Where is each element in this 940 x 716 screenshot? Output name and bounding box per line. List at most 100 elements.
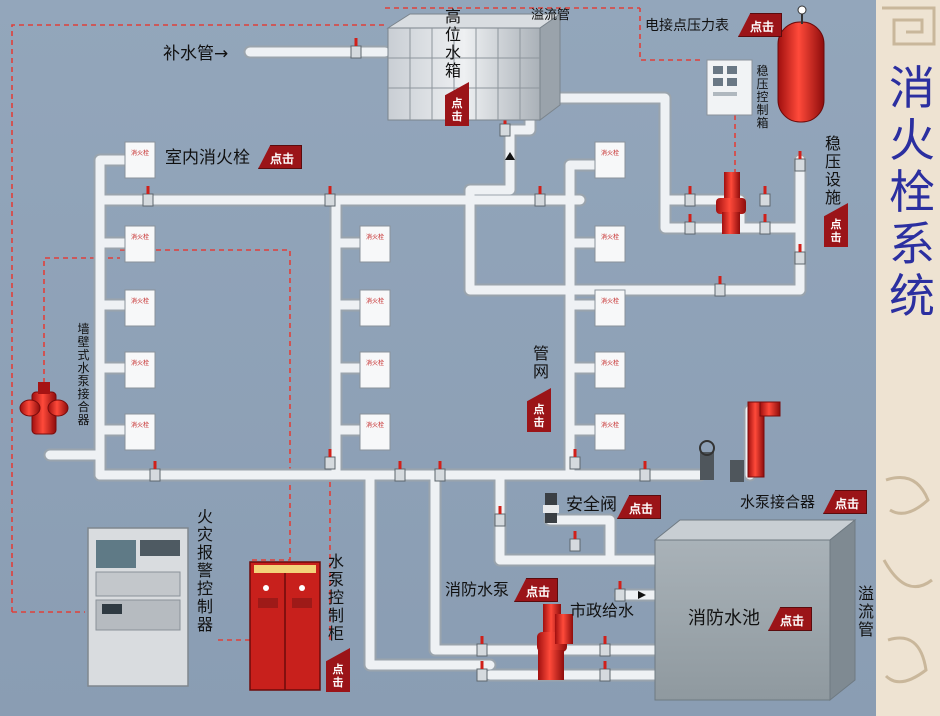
- valve-handle: [538, 186, 542, 194]
- valve: [794, 251, 806, 265]
- valve-handle: [480, 661, 484, 669]
- valve: [599, 643, 611, 657]
- hydrant-box: [359, 289, 391, 327]
- valve-handle: [328, 186, 332, 194]
- hydrant-box-label: 消火栓: [601, 149, 619, 157]
- pump-control-cabinet: [249, 561, 321, 691]
- valve-handle: [498, 506, 502, 514]
- label-safety-valve: 安全阀: [566, 495, 617, 515]
- click-button-pipe-network[interactable]: 点击: [527, 388, 551, 432]
- label-fire-pool: 消防水池: [688, 608, 760, 629]
- valve: [759, 193, 771, 207]
- valve: [142, 193, 154, 207]
- click-button-fire-pump[interactable]: 点击: [514, 578, 558, 602]
- valve: [569, 456, 581, 470]
- valve-handle: [146, 186, 150, 194]
- hydrant-box: [124, 225, 156, 263]
- valve-handle: [398, 461, 402, 469]
- valve: [394, 468, 406, 482]
- fire-alarm-controller: [87, 527, 189, 687]
- hydrant-box: [594, 413, 626, 451]
- hydrant-box-label: 消火栓: [131, 297, 149, 305]
- pump-adapter-riser: [699, 401, 781, 482]
- hydrant-box-label: 消火栓: [601, 233, 619, 241]
- valve-handle: [798, 151, 802, 159]
- page-title: 消火栓系统: [889, 61, 935, 323]
- valve-handle: [438, 461, 442, 469]
- valve-handle: [718, 276, 722, 284]
- valve: [499, 123, 511, 137]
- valve: [476, 643, 488, 657]
- valve: [149, 468, 161, 482]
- valve: [494, 513, 506, 527]
- click-button-fire-pool[interactable]: 点击: [768, 607, 812, 631]
- valve-handle: [618, 581, 622, 589]
- valve-handle: [354, 38, 358, 46]
- valve-handle: [688, 214, 692, 222]
- valve-handle: [573, 531, 577, 539]
- hydrant-box-label: 消火栓: [366, 233, 384, 241]
- hydrant-box: [359, 413, 391, 451]
- valve-handle: [573, 449, 577, 457]
- click-button-pump-cabinet[interactable]: 点击: [326, 648, 350, 692]
- hydrant-box: [124, 413, 156, 451]
- valve-handle: [153, 461, 157, 469]
- click-button-safety-valve[interactable]: 点击: [617, 495, 661, 519]
- valve: [476, 668, 488, 682]
- hydrant-box-label: 消火栓: [131, 149, 149, 157]
- label-overflow-top: 溢流管: [531, 8, 571, 23]
- click-button-stabilizer[interactable]: 点击: [824, 203, 848, 247]
- label-pressure-cabinet: 稳压控制箱: [756, 64, 769, 130]
- valves: [142, 38, 806, 682]
- hydrant-box: [594, 289, 626, 327]
- click-button-pump-adapter[interactable]: 点击: [823, 490, 867, 514]
- hydrant-box: [124, 289, 156, 327]
- valve: [324, 456, 336, 470]
- side-decoration-panel: [876, 0, 940, 716]
- hydrant-box-label: 消火栓: [131, 359, 149, 367]
- label-high-tank: 高位水箱: [444, 7, 461, 80]
- valve-handle: [798, 244, 802, 252]
- valve: [684, 221, 696, 235]
- valve: [569, 538, 581, 552]
- valve-handle: [763, 214, 767, 222]
- label-makeup-pipe: 补水管→: [163, 44, 229, 64]
- label-overflow-right: 溢流管: [857, 584, 874, 639]
- click-button-indoor-hydrant[interactable]: 点击: [258, 145, 302, 169]
- hydrant-box-label: 消火栓: [366, 421, 384, 429]
- valve: [614, 588, 626, 602]
- high-water-tank: [386, 13, 562, 121]
- valve-handle: [688, 186, 692, 194]
- valve: [350, 45, 362, 59]
- valve: [794, 158, 806, 172]
- hydrant-box: [594, 351, 626, 389]
- hydrant-box: [359, 225, 391, 263]
- valve-handle: [763, 186, 767, 194]
- hydrant-box-label: 消火栓: [366, 359, 384, 367]
- hydrant-box-label: 消火栓: [366, 297, 384, 305]
- pressure-tank: [777, 5, 825, 123]
- safety-valve-device: [543, 493, 559, 523]
- click-button-high-tank[interactable]: 点击: [445, 82, 469, 126]
- valve: [434, 468, 446, 482]
- valve-handle: [643, 461, 647, 469]
- label-wall-adapter: 墙壁式水泵接合器: [77, 322, 90, 427]
- flow-arrows: [505, 152, 646, 599]
- label-pressure-gauge: 电接点压力表: [645, 18, 729, 34]
- valve-handle: [328, 449, 332, 457]
- valve: [684, 193, 696, 207]
- stabilizer-pumps: [716, 172, 746, 234]
- fire-pumps: [537, 604, 573, 680]
- decorative-pattern: [876, 0, 940, 716]
- hydrant-box: [594, 225, 626, 263]
- hydrant-boxes: 消火栓消火栓消火栓消火栓消火栓消火栓消火栓消火栓消火栓消火栓消火栓消火栓消火栓消…: [124, 141, 626, 451]
- wall-pump-adapter: [19, 382, 69, 435]
- hydrant-box: [359, 351, 391, 389]
- hydrant-box: [124, 141, 156, 179]
- label-pump-adapter: 水泵接合器: [740, 493, 816, 511]
- label-pump-cabinet: 水泵控制柜: [327, 552, 344, 643]
- valve: [534, 193, 546, 207]
- label-stabilizer: 稳压设施: [824, 134, 841, 207]
- click-button-pressure-gauge[interactable]: 点击: [738, 13, 782, 37]
